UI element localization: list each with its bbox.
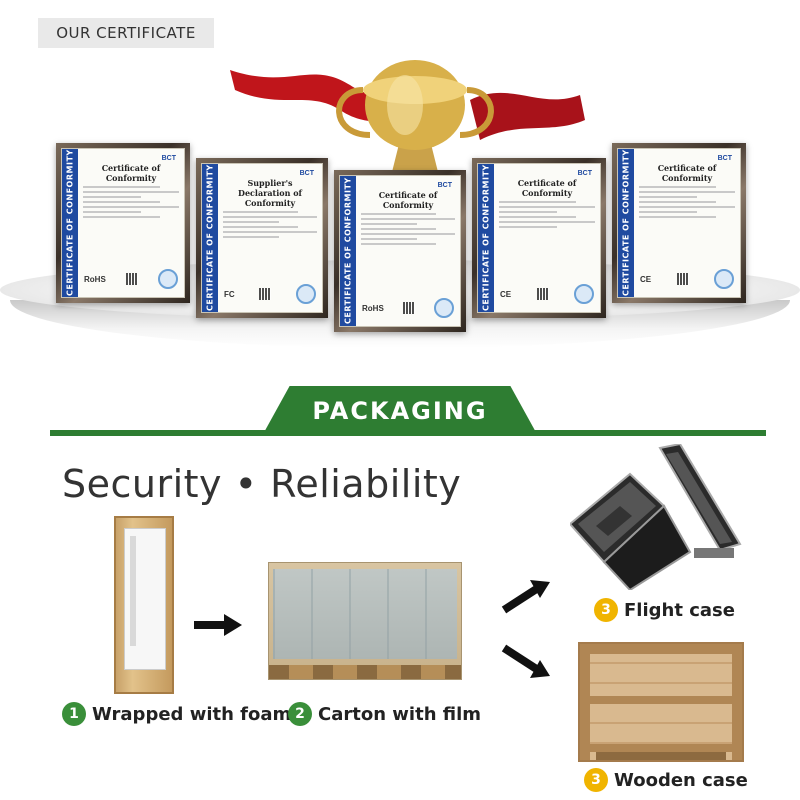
certificate-title: Certificate of Conformity <box>517 178 577 198</box>
lab-logo-icon: BCT <box>577 170 592 177</box>
certificate-frame-4: CERTIFICATE OF CONFORMITY BCT Certificat… <box>472 158 606 318</box>
step-label: Wrapped with foam <box>92 703 292 725</box>
certificate-band: CERTIFICATE OF CONFORMITY <box>478 164 494 312</box>
certificate-mark: FC <box>224 289 235 299</box>
certificate-mark: RoHS <box>362 303 384 313</box>
certificate-mark: CE <box>500 289 512 299</box>
certificate-band: CERTIFICATE OF CONFORMITY <box>340 176 356 326</box>
qr-code-icon <box>125 273 138 285</box>
seal-icon <box>158 269 178 289</box>
certificate-band: CERTIFICATE OF CONFORMITY <box>202 164 218 312</box>
step-wooden-case: 3 Wooden case <box>584 768 748 792</box>
step-number-badge: 2 <box>288 702 312 726</box>
qr-code-icon <box>402 302 415 314</box>
flight-case-image <box>570 444 742 590</box>
certificate-section-tag: OUR CERTIFICATE <box>38 18 214 48</box>
arrow-up-right-icon <box>501 580 550 614</box>
arrow-down-right-icon <box>501 644 550 678</box>
packaging-banner: PACKAGING <box>262 386 538 436</box>
certificate-band: CERTIFICATE OF CONFORMITY <box>62 149 78 297</box>
certificate-frame-2: CERTIFICATE OF CONFORMITY BCT Supplier's… <box>196 158 328 318</box>
trophy-illustration <box>230 60 585 190</box>
step-number-badge: 3 <box>584 768 608 792</box>
step-label: Flight case <box>624 599 735 621</box>
arrow-right-icon <box>194 614 242 636</box>
step-label: Wooden case <box>614 769 748 791</box>
certificate-mark: CE <box>640 274 652 284</box>
certificate-title: Certificate of Conformity <box>378 190 438 210</box>
seal-icon <box>714 269 734 289</box>
lab-logo-icon: BCT <box>437 182 452 189</box>
certificate-frame-3: CERTIFICATE OF CONFORMITY BCT Certificat… <box>334 170 466 332</box>
step-wrapped-with-foam: 1 Wrapped with foam <box>62 702 291 726</box>
certificate-title: Certificate of Conformity <box>657 163 717 183</box>
lab-logo-icon: BCT <box>717 155 732 162</box>
certificate-title: Certificate of Conformity <box>101 163 161 183</box>
certificate-band: CERTIFICATE OF CONFORMITY <box>618 149 634 297</box>
certificate-mark: RoHS <box>84 274 106 284</box>
packaging-headline: Security • Reliability <box>62 462 462 506</box>
seal-icon <box>574 284 594 304</box>
qr-code-icon <box>676 273 689 285</box>
step-label: Carton with film <box>318 703 482 725</box>
step-carton-with-film: 2 Carton with film <box>288 702 481 726</box>
lab-logo-icon: BCT <box>161 155 176 162</box>
seal-icon <box>434 298 454 318</box>
qr-code-icon <box>259 288 272 300</box>
step-flight-case: 3 Flight case <box>594 598 735 622</box>
certificate-frame-5: CERTIFICATE OF CONFORMITY BCT Certificat… <box>612 143 746 303</box>
certificate-title: Supplier's Declaration of Conformity <box>238 178 302 208</box>
lab-logo-icon: BCT <box>299 170 314 177</box>
qr-code-icon <box>536 288 549 300</box>
certificate-frame-1: CERTIFICATE OF CONFORMITY BCT Certificat… <box>56 143 190 303</box>
seal-icon <box>295 284 316 304</box>
carton-pallet-image <box>268 562 462 680</box>
step-number-badge: 3 <box>594 598 618 622</box>
foam-wrapped-box-image <box>114 516 174 694</box>
wooden-case-image <box>578 642 744 762</box>
step-number-badge: 1 <box>62 702 86 726</box>
